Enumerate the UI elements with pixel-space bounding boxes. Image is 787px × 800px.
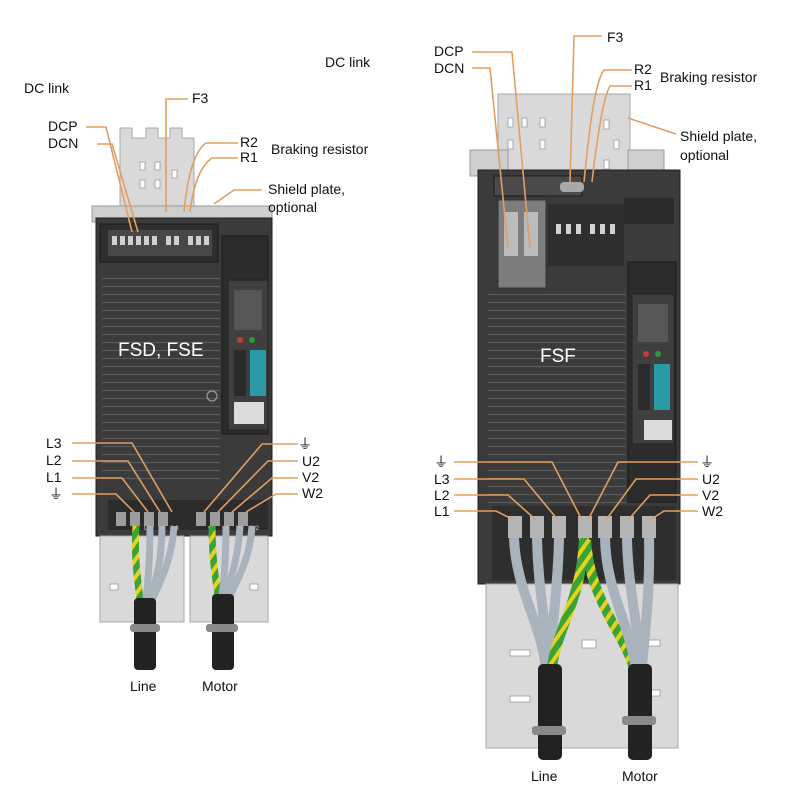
dc-link-label: DC link: [24, 80, 70, 96]
dc-link-terminal-strip: [108, 230, 212, 256]
v2-label: V2: [702, 487, 719, 503]
frame-size-label-left: FSD, FSE: [118, 340, 204, 361]
l1-label: L1: [434, 503, 450, 519]
ground-icon: ⏚: [700, 454, 714, 470]
inverter-housing-right: FSF: [477, 169, 681, 585]
motor-cable-right: [581, 537, 656, 760]
dcp-label: DCP: [434, 43, 464, 59]
u2-label: U2: [302, 453, 320, 469]
leaders-left-top: [86, 98, 262, 233]
leaders-left-bottom: [72, 442, 298, 513]
line-cable-left: [130, 525, 178, 670]
dcn-label: DCN: [434, 60, 464, 76]
ground-icon: ⏚: [434, 454, 448, 470]
control-unit-right: [631, 293, 675, 445]
shield-plate-label-2: optional: [268, 199, 317, 215]
terminal-block-right: [508, 516, 656, 538]
motor-cable-label: Motor: [202, 678, 238, 694]
l3-label: L3: [434, 471, 450, 487]
terminal-block-left: [116, 512, 248, 526]
r1-label: R1: [240, 149, 258, 165]
u2-label: U2: [702, 471, 720, 487]
dc-link-terminal-strip: [497, 199, 624, 289]
ground-icon: ⏚: [49, 486, 63, 502]
frame-size-label-right: FSF: [540, 346, 576, 367]
control-unit-left: [227, 279, 269, 431]
inverter-housing-left: FSD, FSE: [95, 217, 273, 537]
r2-label: R2: [240, 134, 258, 150]
line-cable-label: Line: [130, 678, 157, 694]
braking-resistor-label: Braking resistor: [660, 69, 758, 85]
ground-icon: ⏚: [298, 436, 312, 452]
dcn-label: DCN: [48, 135, 78, 151]
r2-label: R2: [634, 61, 652, 77]
r1-label: R1: [634, 77, 652, 93]
braking-resistor-label: Braking resistor: [271, 141, 369, 157]
v2-label: V2: [302, 469, 319, 485]
shield-plate-left: [99, 535, 269, 623]
dcp-label: DCP: [48, 118, 78, 134]
w2-label: W2: [302, 485, 323, 501]
f3-label: F3: [607, 29, 624, 45]
motor-cable-label: Motor: [622, 768, 658, 784]
motor-cable-left: [206, 525, 256, 670]
l2-label: L2: [434, 487, 450, 503]
l2-label: L2: [46, 452, 62, 468]
unit-fsd-fse: FSD, FSE L1 L2 L3 U2 V2 W2: [24, 80, 369, 694]
l1-label: L1: [46, 469, 62, 485]
line-cable-right: [509, 537, 589, 760]
shield-plate-label: Shield plate,: [680, 128, 757, 144]
leaders-right-top: [472, 35, 677, 249]
shield-plate-label-2: optional: [680, 147, 729, 163]
shield-plate-label: Shield plate,: [268, 181, 345, 197]
leaders-right-bottom: [454, 461, 698, 521]
l3-label: L3: [46, 435, 62, 451]
dc-link-plate: [119, 127, 195, 211]
f3-label: F3: [192, 90, 209, 106]
dc-link-label: DC link: [325, 54, 371, 70]
w2-label: W2: [702, 503, 723, 519]
line-cable-label: Line: [531, 768, 558, 784]
unit-fsf: FSF: [325, 29, 758, 784]
